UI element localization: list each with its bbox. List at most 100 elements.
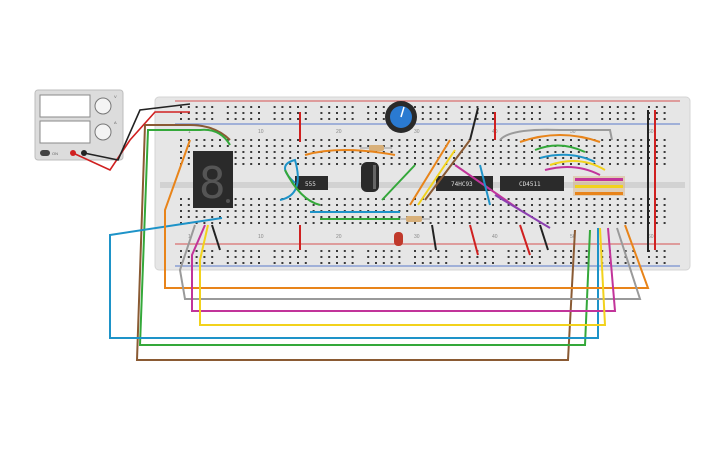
breadboard-hole[interactable] — [655, 250, 658, 252]
breadboard-hole[interactable] — [382, 118, 385, 120]
breadboard-hole[interactable] — [468, 198, 471, 200]
breadboard-hole[interactable] — [421, 222, 424, 224]
breadboard-hole[interactable] — [390, 262, 393, 264]
breadboard-hole[interactable] — [351, 139, 354, 141]
breadboard-hole[interactable] — [234, 256, 237, 258]
breadboard-hole[interactable] — [445, 139, 448, 141]
breadboard-hole[interactable] — [250, 118, 253, 120]
breadboard-hole[interactable] — [304, 216, 307, 218]
breadboard-hole[interactable] — [523, 222, 526, 224]
breadboard-hole[interactable] — [351, 204, 354, 206]
breadboard-hole[interactable] — [484, 151, 487, 153]
breadboard-hole[interactable] — [328, 112, 331, 114]
breadboard-hole[interactable] — [663, 151, 666, 153]
breadboard-hole[interactable] — [258, 222, 260, 224]
breadboard-hole[interactable] — [289, 112, 292, 114]
breadboard-hole[interactable] — [609, 198, 611, 200]
breadboard-hole[interactable] — [273, 118, 276, 120]
breadboard-hole[interactable] — [562, 262, 565, 264]
breadboard-hole[interactable] — [195, 256, 198, 258]
breadboard-hole[interactable] — [593, 204, 596, 206]
breadboard-hole[interactable] — [531, 157, 533, 159]
breadboard-hole[interactable] — [484, 204, 487, 206]
breadboard-hole[interactable] — [437, 106, 440, 108]
breadboard-hole[interactable] — [476, 157, 479, 159]
breadboard-hole[interactable] — [616, 145, 619, 147]
breadboard-hole[interactable] — [429, 262, 432, 264]
breadboard-hole[interactable] — [554, 204, 557, 206]
breadboard-hole[interactable] — [312, 204, 315, 206]
breadboard-hole[interactable] — [577, 157, 580, 159]
breadboard-hole[interactable] — [234, 198, 237, 200]
breadboard-hole[interactable] — [616, 157, 619, 159]
breadboard-hole[interactable] — [523, 118, 526, 120]
breadboard-hole[interactable] — [351, 118, 354, 120]
breadboard-hole[interactable] — [390, 157, 393, 159]
breadboard-hole[interactable] — [429, 250, 432, 252]
breadboard-hole[interactable] — [367, 256, 370, 258]
breadboard-hole[interactable] — [640, 204, 643, 206]
breadboard-hole[interactable] — [203, 106, 206, 108]
breadboard-hole[interactable] — [328, 198, 331, 200]
breadboard-hole[interactable] — [328, 256, 331, 258]
breadboard-hole[interactable] — [281, 157, 284, 159]
breadboard-hole[interactable] — [531, 204, 533, 206]
breadboard-hole[interactable] — [390, 198, 393, 200]
breadboard-hole[interactable] — [507, 157, 510, 159]
breadboard-hole[interactable] — [523, 216, 526, 218]
breadboard-hole[interactable] — [367, 145, 370, 147]
breadboard-hole[interactable] — [523, 157, 526, 159]
breadboard-hole[interactable] — [499, 204, 502, 206]
breadboard-hole[interactable] — [336, 256, 338, 258]
breadboard-hole[interactable] — [531, 151, 533, 153]
breadboard-hole[interactable] — [289, 210, 292, 212]
breadboard-hole[interactable] — [242, 210, 245, 212]
breadboard-hole[interactable] — [655, 118, 658, 120]
breadboard-hole[interactable] — [281, 256, 284, 258]
breadboard-hole[interactable] — [624, 198, 627, 200]
breadboard-hole[interactable] — [499, 210, 502, 212]
breadboard-hole[interactable] — [242, 112, 245, 114]
breadboard-hole[interactable] — [195, 216, 198, 218]
breadboard-hole[interactable] — [187, 198, 190, 200]
breadboard-hole[interactable] — [484, 139, 487, 141]
breadboard-hole[interactable] — [484, 157, 487, 159]
breadboard-hole[interactable] — [375, 222, 377, 224]
breadboard-hole[interactable] — [289, 151, 292, 153]
breadboard-hole[interactable] — [570, 151, 572, 153]
breadboard-hole[interactable] — [460, 118, 463, 120]
breadboard-hole[interactable] — [655, 139, 658, 141]
breadboard-hole[interactable] — [265, 151, 268, 153]
breadboard-hole[interactable] — [515, 157, 518, 159]
breadboard-hole[interactable] — [398, 157, 401, 159]
breadboard-hole[interactable] — [343, 198, 346, 200]
breadboard-hole[interactable] — [203, 112, 206, 114]
breadboard-hole[interactable] — [336, 250, 338, 252]
breadboard-hole[interactable] — [460, 106, 463, 108]
breadboard-hole[interactable] — [180, 256, 182, 258]
breadboard-hole[interactable] — [234, 163, 237, 165]
breadboard-hole[interactable] — [546, 198, 549, 200]
breadboard-hole[interactable] — [609, 216, 611, 218]
breadboard-hole[interactable] — [297, 204, 299, 206]
breadboard-hole[interactable] — [655, 222, 658, 224]
breadboard-hole[interactable] — [343, 106, 346, 108]
breadboard-hole[interactable] — [273, 112, 276, 114]
breadboard-hole[interactable] — [421, 139, 424, 141]
breadboard-hole[interactable] — [258, 204, 260, 206]
breadboard-hole[interactable] — [507, 204, 510, 206]
breadboard-hole[interactable] — [414, 210, 416, 212]
breadboard-hole[interactable] — [336, 112, 338, 114]
breadboard-hole[interactable] — [468, 210, 471, 212]
breadboard-hole[interactable] — [382, 157, 385, 159]
breadboard-hole[interactable] — [453, 198, 455, 200]
breadboard-hole[interactable] — [531, 112, 533, 114]
breadboard-hole[interactable] — [258, 210, 260, 212]
breadboard-hole[interactable] — [640, 145, 643, 147]
breadboard-hole[interactable] — [273, 151, 276, 153]
breadboard-hole[interactable] — [242, 163, 245, 165]
breadboard-hole[interactable] — [585, 145, 588, 147]
breadboard-hole[interactable] — [242, 157, 245, 159]
breadboard-hole[interactable] — [421, 216, 424, 218]
breadboard-hole[interactable] — [484, 210, 487, 212]
